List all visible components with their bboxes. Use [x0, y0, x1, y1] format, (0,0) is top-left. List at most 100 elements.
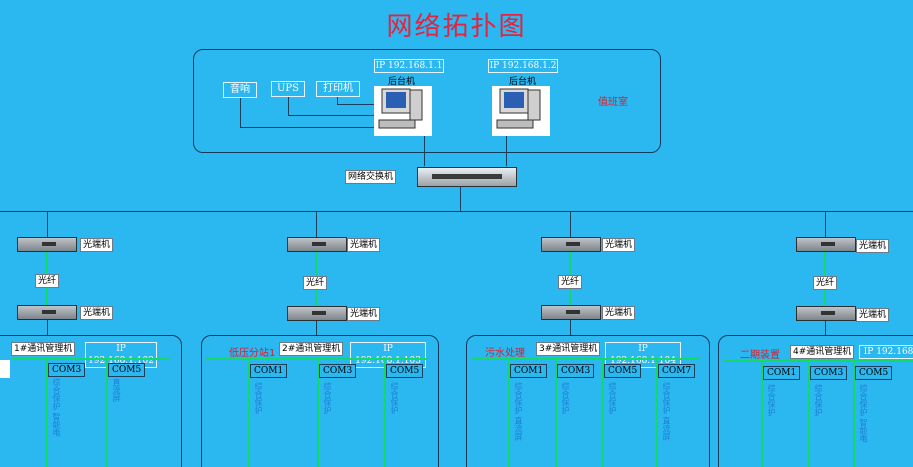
fiber-label: 光纤: [558, 275, 583, 289]
left-edge-frame: [0, 360, 10, 378]
com-port: COM1: [763, 366, 801, 380]
comm-manager-2: 2#通讯管理机: [279, 342, 344, 356]
com-port: COM3: [557, 364, 595, 378]
control-room-label: 值班室: [598, 97, 628, 108]
host1-ip: IP 192.168.1.1: [374, 59, 444, 73]
wire: [570, 211, 571, 237]
wire: [460, 186, 461, 211]
host2-computer-icon: [492, 86, 550, 136]
port-line: [384, 358, 386, 467]
printer-box: 打印机: [316, 81, 360, 97]
port-line: [317, 358, 319, 467]
optical-terminal-label: 光端机: [602, 238, 636, 252]
optical-terminal-label: 光端机: [856, 239, 890, 253]
optical-terminal-icon: [287, 237, 347, 252]
port-line: [508, 358, 510, 467]
device-label: 综合保护: [561, 382, 570, 414]
port-line: [761, 360, 763, 467]
com-port: COM5: [108, 363, 146, 377]
optical-terminal-icon: [17, 305, 77, 320]
device-label: 综合保护: [323, 382, 332, 414]
wire: [424, 136, 425, 166]
device-label: 综合保护 智能电: [859, 384, 868, 443]
com-port: COM1: [510, 364, 548, 378]
device-label: 综合保护: [608, 382, 617, 414]
com-port: COM7: [658, 364, 696, 378]
wire: [316, 321, 317, 336]
optical-terminal-icon: [541, 237, 601, 252]
device-label: 综合保护 直流屏: [662, 382, 671, 441]
ups-box: UPS: [271, 81, 305, 97]
host1-label: 后台机: [388, 77, 416, 87]
host2-label: 后台机: [509, 77, 537, 87]
optical-terminal-icon: [541, 305, 601, 320]
optical-terminal-label: 光端机: [347, 238, 381, 252]
host1-computer-icon: [374, 86, 432, 136]
station-box-1: [0, 335, 182, 467]
fiber-label: 光纤: [813, 276, 838, 290]
com-port: COM3: [810, 366, 848, 380]
diagram-title: 网络拓扑图: [386, 12, 527, 42]
optical-terminal-label: 光端机: [80, 238, 114, 252]
device-label: 综合保护 智能电: [52, 378, 61, 437]
comm-manager-3: 3#通讯管理机: [536, 342, 601, 356]
com-port: COM3: [319, 364, 357, 378]
port-line: [106, 358, 108, 467]
rs485-bus: [723, 360, 913, 362]
wire: [506, 136, 507, 166]
com-port: COM5: [386, 364, 424, 378]
optical-terminal-icon: [796, 306, 856, 321]
device-label: 直流屏: [112, 378, 121, 402]
main-bus: [0, 211, 913, 212]
station-box-2: [201, 335, 439, 467]
device-label: 综合保护: [254, 382, 263, 414]
rs485-bus: [471, 358, 699, 360]
wire: [240, 98, 241, 128]
wire: [337, 104, 376, 105]
wire: [288, 115, 376, 116]
optical-terminal-label: 光端机: [347, 307, 381, 321]
wire: [47, 211, 48, 237]
device-label: 综合保护: [767, 384, 776, 416]
optical-terminal-icon: [17, 237, 77, 252]
optical-terminal-label: 光端机: [602, 306, 636, 320]
speaker-box: 音响: [223, 82, 257, 98]
comm-manager-4: 4#通讯管理机: [790, 345, 855, 359]
wire: [570, 320, 571, 336]
com-port: COM5: [604, 364, 642, 378]
port-line: [602, 358, 604, 467]
device-label: 综合保护: [390, 382, 399, 414]
port-line: [555, 358, 557, 467]
station-ip-3: IP 192.168.1.104: [605, 342, 681, 368]
port-line: [46, 358, 48, 467]
wire: [316, 211, 317, 237]
wire: [47, 320, 48, 336]
wire: [288, 97, 289, 116]
wire: [825, 211, 826, 237]
switch-label: 网络交换机: [345, 170, 397, 184]
fiber-label: 光纤: [35, 274, 60, 288]
port-line: [248, 358, 250, 467]
optical-terminal-icon: [287, 306, 347, 321]
optical-terminal-label: 光端机: [80, 306, 114, 320]
com-port: COM5: [855, 366, 893, 380]
control-room-box: [193, 49, 661, 153]
fiber-label: 光纤: [303, 276, 328, 290]
wire: [240, 127, 376, 128]
station-ip-4: IP 192.168.: [859, 345, 913, 359]
wire: [825, 321, 826, 336]
port-line: [853, 360, 855, 467]
station-box-4: [718, 335, 913, 467]
station-box-3: [466, 335, 710, 467]
device-label: 综合保护 直流屏: [514, 382, 523, 441]
port-line: [656, 358, 658, 467]
station-name-2: 低压分站1: [229, 348, 276, 359]
host2-ip: IP 192.168.1.2: [488, 59, 558, 73]
port-line: [808, 360, 810, 467]
com-port: COM1: [250, 364, 288, 378]
com-port: COM3: [48, 363, 86, 377]
optical-terminal-label: 光端机: [856, 308, 890, 322]
network-switch-icon: [417, 167, 517, 187]
comm-manager-1: 1#通讯管理机: [11, 342, 76, 356]
